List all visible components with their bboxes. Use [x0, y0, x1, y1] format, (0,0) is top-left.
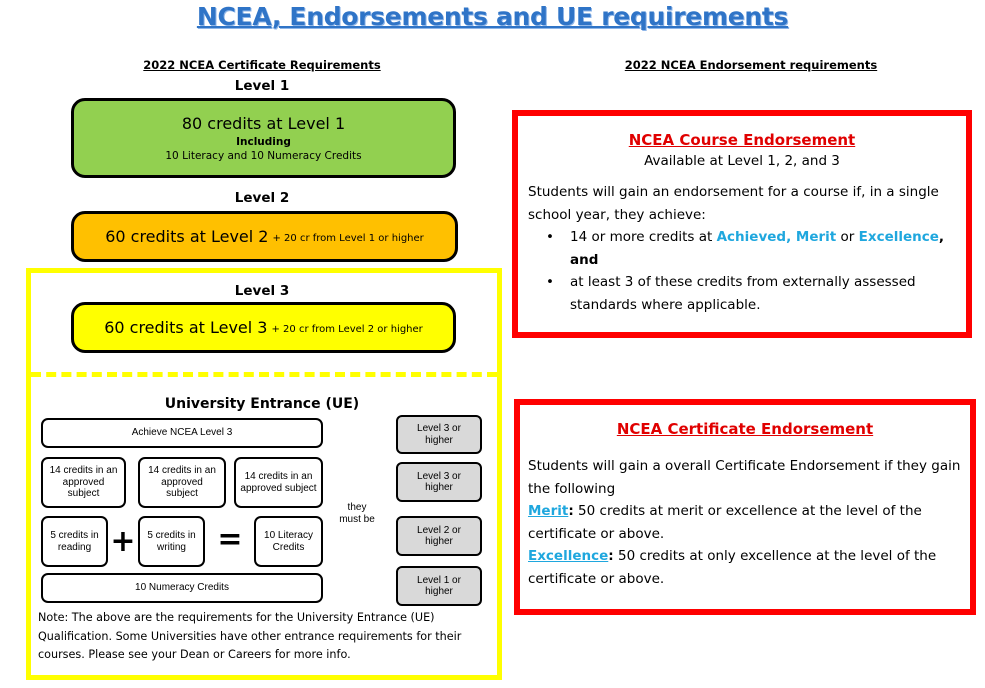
certificate-requirements-heading: 2022 NCEA Certificate Requirements — [143, 58, 381, 72]
level2-heading: Level 2 — [234, 190, 290, 206]
ue-reading-box: 5 credits in reading — [41, 516, 108, 567]
course-bullet-external: • at least 3 of these credits from exter… — [528, 271, 968, 316]
bullet-dot: • — [546, 229, 554, 245]
endorsement-requirements-heading: 2022 NCEA Endorsement requirements — [624, 58, 878, 72]
course-bullet-credits: • 14 or more credits at Achieved, Merit … — [528, 226, 968, 271]
course-endorsement-intro: Students will gain an endorsement for a … — [528, 184, 939, 223]
level3-ue-frame — [26, 268, 502, 680]
level1-main: 80 credits at Level 1 — [181, 114, 346, 133]
course-endorsement-box: NCEA Course Endorsement Available at Lev… — [512, 110, 972, 338]
ue-heading: University Entrance (UE) — [164, 396, 360, 412]
certificate-endorsement-box: NCEA Certificate Endorsement Students wi… — [514, 399, 976, 615]
certificate-endorsement-title: NCEA Certificate Endorsement — [616, 420, 874, 438]
ue-achieve-level3: Achieve NCEA Level 3 — [41, 418, 323, 448]
equals-symbol: = — [217, 522, 243, 557]
merit-requirement: Merit: 50 credits at merit or excellence… — [528, 503, 922, 542]
level3-requirements-box: 60 credits at Level 3 + 20 cr from Level… — [71, 302, 456, 353]
ue-subject-box: 14 credits in an approved subject — [41, 457, 126, 508]
excellence-label: Excellence — [528, 548, 609, 564]
dashed-divider — [31, 372, 497, 377]
ue-level-box: Level 1 or higher — [396, 566, 482, 606]
plus-symbol: + — [110, 524, 136, 559]
ue-literacy-box: 10 Literacy Credits — [254, 516, 323, 567]
level1-heading: Level 1 — [234, 78, 290, 94]
ue-numeracy-box: 10 Numeracy Credits — [41, 573, 323, 603]
achieved-merit-text: Achieved, Merit — [716, 229, 837, 245]
level3-main: 60 credits at Level 3 — [104, 318, 268, 337]
ue-writing-box: 5 credits in writing — [138, 516, 205, 567]
ue-note: Note: The above are the requirements for… — [38, 611, 462, 661]
excellence-requirement: Excellence: 50 credits at only excellenc… — [528, 548, 937, 587]
ue-level-box: Level 3 or higher — [396, 462, 482, 502]
bullet-dot: • — [546, 274, 554, 290]
level2-extra: + 20 cr from Level 1 or higher — [272, 232, 424, 244]
level3-extra: + 20 cr from Level 2 or higher — [271, 323, 423, 335]
certificate-endorsement-intro: Students will gain a overall Certificate… — [528, 458, 961, 497]
level3-heading: Level 3 — [234, 283, 290, 299]
ue-level-box: Level 3 or higher — [396, 415, 482, 454]
course-endorsement-title: NCEA Course Endorsement — [628, 131, 856, 149]
ue-subject-box: 14 credits in an approved subject — [138, 457, 226, 508]
page-title: NCEA, Endorsements and UE requirements — [196, 2, 789, 31]
course-endorsement-subtitle: Available at Level 1, 2, and 3 — [644, 153, 840, 169]
level1-requirements-box: 80 credits at Level 1 Including 10 Liter… — [71, 98, 456, 178]
they-must-be-label: they must be — [339, 502, 375, 525]
level2-requirements-box: 60 credits at Level 2 + 20 cr from Level… — [71, 211, 458, 262]
excellence-text: Excellence — [858, 229, 939, 245]
level1-including: Including — [236, 136, 291, 148]
level1-detail: 10 Literacy and 10 Numeracy Credits — [165, 150, 362, 162]
level2-main: 60 credits at Level 2 — [105, 227, 269, 246]
merit-label: Merit — [528, 503, 569, 519]
ue-subject-box: 14 credits in an approved subject — [234, 457, 323, 508]
ue-level-box: Level 2 or higher — [396, 516, 482, 556]
